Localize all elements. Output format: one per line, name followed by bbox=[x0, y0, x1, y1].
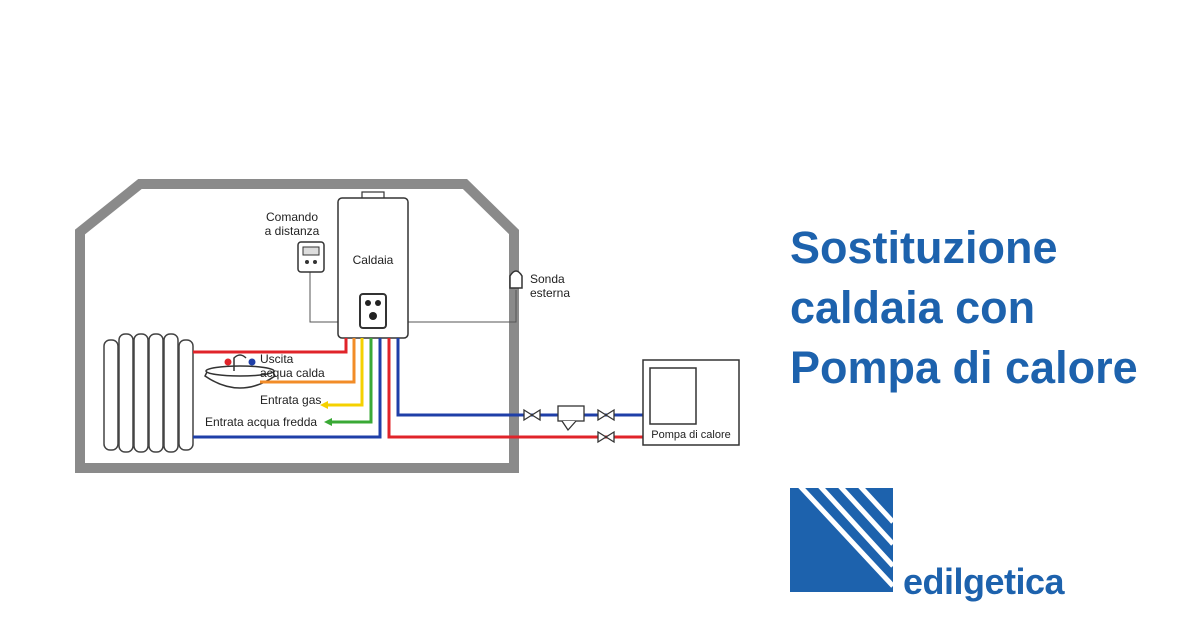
house-outline bbox=[75, 179, 519, 473]
probe-label-line1: Sonda bbox=[530, 272, 565, 286]
pipe-return-from-radiator bbox=[193, 338, 382, 439]
heating-system-diagram: Comando a distanza Sonda esterna Caldaia bbox=[75, 179, 740, 473]
probe-label-line2: esterna bbox=[530, 286, 570, 300]
pipe-hot-water-out bbox=[260, 338, 356, 384]
headline-line-2: caldaia con bbox=[790, 282, 1036, 333]
cold-water-label: Entrata acqua fredda bbox=[205, 415, 317, 429]
outdoor-probe-icon bbox=[509, 270, 523, 289]
pipe-gas-in bbox=[328, 338, 364, 407]
pipe-hot-to-radiator bbox=[193, 338, 348, 354]
valve-icon bbox=[597, 408, 615, 422]
remote-label-line1: Comando bbox=[266, 210, 318, 224]
hot-water-label-line2: acqua calda bbox=[260, 366, 325, 380]
brand-name: edilgetica bbox=[903, 561, 1065, 602]
gas-label: Entrata gas bbox=[260, 393, 321, 407]
gas-arrow-icon bbox=[320, 401, 328, 409]
headline-line-1: Sostituzione bbox=[790, 222, 1058, 273]
valve-icon bbox=[523, 408, 541, 422]
valves bbox=[523, 408, 615, 444]
remote-control-icon bbox=[297, 241, 325, 273]
pipe-supply-to-heat-pump bbox=[387, 338, 643, 439]
sink-icon bbox=[204, 354, 276, 389]
boiler bbox=[337, 191, 409, 339]
pipe-network bbox=[193, 338, 643, 439]
pipe-cold-water-in bbox=[332, 338, 373, 424]
control-wires bbox=[309, 272, 517, 323]
headline-line-3: Pompa di calore bbox=[790, 342, 1138, 393]
headline: Sostituzione caldaia con Pompa di calore bbox=[790, 218, 1190, 398]
boiler-label: Caldaia bbox=[353, 253, 394, 267]
radiator-icon bbox=[103, 333, 194, 453]
valve-icon bbox=[597, 430, 615, 444]
filter-icon bbox=[557, 405, 585, 432]
cold-water-arrow-icon bbox=[324, 418, 332, 426]
remote-label-line2: a distanza bbox=[265, 224, 320, 238]
heat-pump-label: Pompa di calore bbox=[651, 429, 731, 441]
pipe-return-from-heat-pump bbox=[396, 338, 643, 417]
hot-water-label-line1: Uscita bbox=[260, 352, 294, 366]
edilgetica-logo-icon bbox=[790, 488, 893, 592]
heat-pump-unit bbox=[642, 359, 740, 446]
